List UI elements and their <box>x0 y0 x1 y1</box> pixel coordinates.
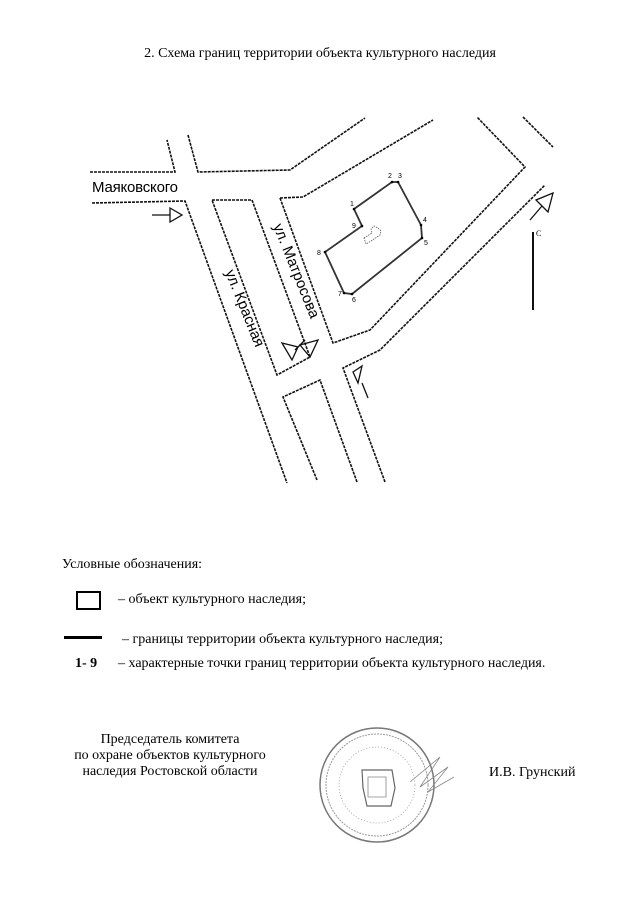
street-label-krasnaya: ул. Красная <box>221 267 267 349</box>
position-line: наследия Ростовской области <box>82 764 258 779</box>
arrow-up-right-icon <box>529 191 554 221</box>
legend-square-icon <box>76 591 101 610</box>
point-label: 4 <box>423 217 427 224</box>
point-label: 7 <box>338 291 342 298</box>
road-edge <box>341 184 546 483</box>
legend-item-text: – характерные точки границ территории об… <box>118 656 546 671</box>
signatory-name: И.В. Грунский <box>489 765 576 780</box>
signatory-position: Председатель комитета по охране объектов… <box>40 732 300 780</box>
arrow-up-icon <box>352 364 369 399</box>
point-label: 9 <box>352 223 356 230</box>
road-edge <box>91 200 288 484</box>
official-seal <box>319 727 455 843</box>
legend-points-symbol: 1- 9 <box>75 656 98 671</box>
north-arrow-icon: С <box>532 229 541 310</box>
arrow-right-icon <box>152 206 184 224</box>
road-edges <box>90 116 554 484</box>
point-labels: 1 2 3 4 5 6 7 8 9 <box>317 173 428 304</box>
position-line: Председатель комитета <box>100 732 240 747</box>
boundary-points <box>323 180 424 296</box>
handwritten-signature <box>409 756 455 793</box>
street-label-matrosova: ул. Матросова <box>269 221 323 321</box>
church-icon <box>363 225 382 245</box>
point-label: 3 <box>398 173 402 180</box>
position-line: по охране объектов культурного <box>74 748 266 763</box>
page-title: 2. Схема границ территории объекта культ… <box>144 46 496 61</box>
point-label: 2 <box>388 173 392 180</box>
road-edge <box>187 117 366 173</box>
north-label: С <box>536 229 541 238</box>
street-label-mayakovskogo: Маяковского <box>92 179 178 196</box>
road-edge <box>281 378 358 483</box>
road-edge <box>279 119 434 199</box>
road-edge <box>279 116 527 345</box>
point-label: 5 <box>424 240 428 247</box>
legend-line-icon <box>64 636 102 639</box>
coat-of-arms-icon <box>361 769 396 807</box>
legend-item-text: – объект культурного наследия; <box>118 592 306 607</box>
territory-boundary <box>323 181 423 295</box>
legend-heading: Условные обозначения: <box>62 557 203 572</box>
arrows <box>152 191 554 399</box>
point-label: 6 <box>352 297 356 304</box>
point-label: 1 <box>350 201 354 208</box>
legend-item-text: – границы территории объекта культурного… <box>122 632 443 647</box>
arrow-down-left-icon <box>280 338 320 362</box>
block-krasnaya <box>210 199 311 377</box>
point-label: 8 <box>317 250 321 257</box>
road-edge <box>90 139 177 173</box>
road-edge <box>522 116 554 148</box>
